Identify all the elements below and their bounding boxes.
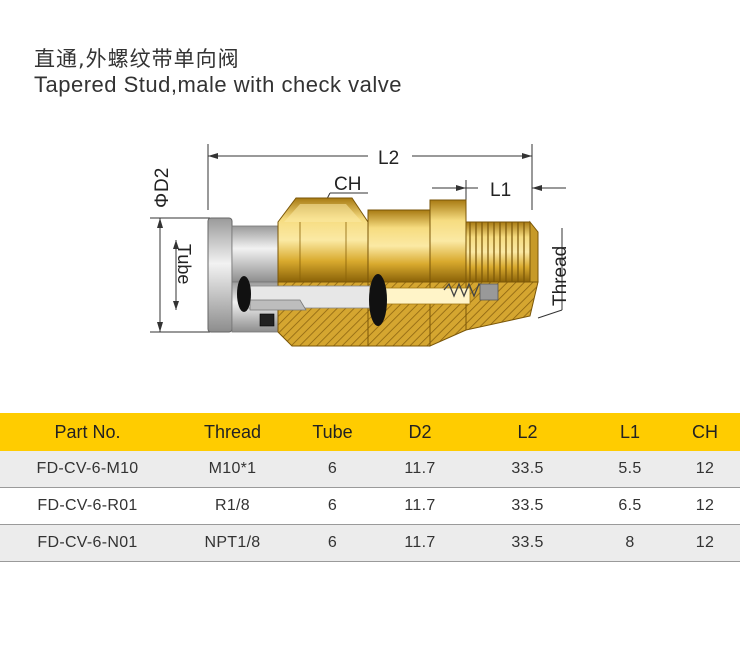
cell-part-no: FD-CV-6-M10 <box>0 451 175 488</box>
cell-ch: 12 <box>670 451 740 488</box>
label-d2: D2 <box>152 168 173 192</box>
table-row: FD-CV-6-M10 M10*1 6 11.7 33.5 5.5 12 <box>0 451 740 488</box>
dimension-l2: L2 <box>207 144 533 210</box>
label-tube: Tube <box>174 244 194 284</box>
title-english: Tapered Stud,male with check valve <box>34 72 402 97</box>
callout-thread: Thread <box>537 228 571 319</box>
cell-l2: 33.5 <box>465 451 590 488</box>
cell-l1: 8 <box>590 524 670 562</box>
label-l2: L2 <box>378 148 399 169</box>
col-l2: L2 <box>465 413 590 451</box>
cell-l2: 33.5 <box>465 487 590 525</box>
col-l1: L1 <box>590 413 670 451</box>
dimension-l1: L1 <box>432 180 566 212</box>
o-ring-rear <box>369 274 387 326</box>
cell-tube: 6 <box>290 487 375 525</box>
table-row: FD-CV-6-R01 R1/8 6 11.7 33.5 6.5 12 <box>0 487 740 525</box>
cell-tube: 6 <box>290 451 375 488</box>
label-l1: L1 <box>490 180 511 201</box>
dimension-tube: Tube <box>173 240 194 310</box>
cell-d2: 11.7 <box>375 524 465 562</box>
col-d2: D2 <box>375 413 465 451</box>
cell-d2: 11.7 <box>375 487 465 525</box>
cell-thread: NPT1/8 <box>175 524 290 562</box>
dimension-d2: Φ D2 <box>150 168 210 333</box>
fitting-diagram: L2 L1 Φ D2 Tube CH <box>150 144 571 347</box>
cell-l1: 6.5 <box>590 487 670 525</box>
col-thread: Thread <box>175 413 290 451</box>
diameter-symbol: Φ <box>152 193 173 208</box>
cell-ch: 12 <box>670 487 740 525</box>
label-ch: CH <box>334 174 361 195</box>
label-thread: Thread <box>550 246 571 306</box>
table-header-row: Part No. Thread Tube D2 L2 L1 CH <box>0 413 740 451</box>
cell-part-no: FD-CV-6-R01 <box>0 487 175 525</box>
title-chinese: 直通,外螺纹带单向阀 <box>34 47 240 71</box>
spec-table: Part No. Thread Tube D2 L2 L1 CH FD-CV-6… <box>0 413 740 562</box>
cell-ch: 12 <box>670 524 740 562</box>
table-row: FD-CV-6-N01 NPT1/8 6 11.7 33.5 8 12 <box>0 524 740 562</box>
fitting-body <box>207 197 539 347</box>
cell-d2: 11.7 <box>375 451 465 488</box>
col-part-no: Part No. <box>0 413 175 451</box>
col-ch: CH <box>670 413 740 451</box>
cell-l2: 33.5 <box>465 524 590 562</box>
o-ring-front <box>237 276 251 312</box>
cell-l1: 5.5 <box>590 451 670 488</box>
cell-thread: R1/8 <box>175 487 290 525</box>
cell-tube: 6 <box>290 524 375 562</box>
check-valve-spring <box>443 282 485 298</box>
cell-part-no: FD-CV-6-N01 <box>0 524 175 562</box>
col-tube: Tube <box>290 413 375 451</box>
cell-thread: M10*1 <box>175 451 290 488</box>
